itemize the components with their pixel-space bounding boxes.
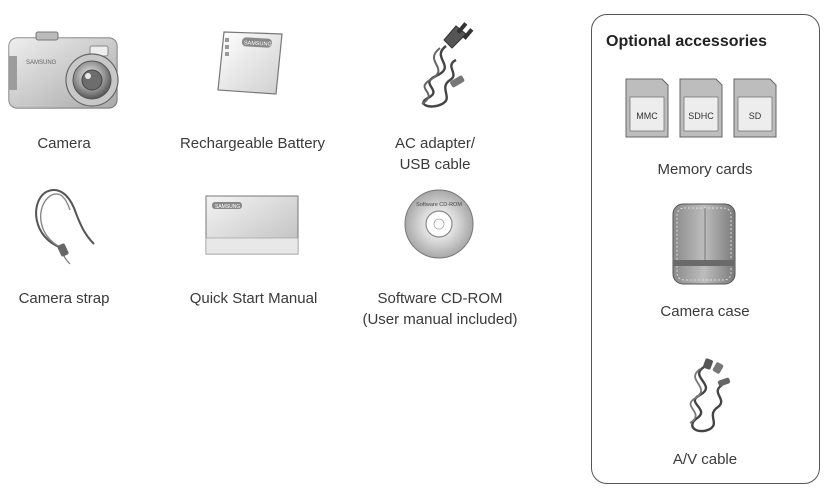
- memory-card-sdhc-label: SDHC: [688, 111, 714, 121]
- cd-rom-label-line1: Software CD-ROM: [377, 290, 503, 307]
- memory-card-mmc: MMC: [625, 78, 669, 138]
- ac-adapter-label: AC adapter/ USB cable: [370, 133, 500, 175]
- memory-card-mmc-label: MMC: [636, 111, 658, 121]
- memory-card-sdhc: SDHC: [679, 78, 723, 138]
- ac-adapter-label-line2: USB cable: [399, 156, 471, 173]
- cd-disc-text: Software CD-ROM: [416, 202, 462, 208]
- camera-illustration: SAMSUNG: [8, 31, 119, 109]
- camera-label: Camera: [37, 135, 91, 152]
- av-cable-label: A/V cable: [672, 451, 738, 468]
- memory-cards-illustration: MMC SDHC SD: [625, 78, 777, 138]
- memory-card-sd: SD: [733, 78, 777, 138]
- battery-illustration: SAMSUNG: [217, 31, 283, 95]
- optional-accessories-panel: Optional accessories MMC SDHC SD Memory …: [591, 14, 820, 484]
- optional-accessories-title: Optional accessories: [606, 33, 767, 50]
- camera-case-illustration: [672, 203, 736, 285]
- memory-card-sd-label: SD: [749, 111, 762, 121]
- cd-rom-illustration: Software CD-ROM: [404, 189, 474, 259]
- cd-rom-label: Software CD-ROM (User manual included): [355, 288, 525, 330]
- battery-brand: SAMSUNG: [244, 40, 272, 47]
- manual-illustration: SAMSUNG: [205, 195, 299, 255]
- battery-label: Rechargeable Battery: [179, 135, 326, 152]
- ac-adapter-label-line1: AC adapter/: [394, 135, 476, 152]
- manual-brand: SAMSUNG: [215, 204, 240, 210]
- memory-cards-label: Memory cards: [657, 161, 753, 178]
- camera-brand: SAMSUNG: [26, 60, 57, 66]
- ac-adapter-illustration: [421, 22, 474, 108]
- camera-case-label: Camera case: [660, 303, 750, 320]
- camera-strap-label: Camera strap: [18, 290, 110, 307]
- av-cable-illustration: [689, 358, 731, 433]
- quick-start-manual-label: Quick Start Manual: [189, 290, 318, 307]
- cd-rom-label-line2: (User manual included): [362, 311, 518, 328]
- camera-strap-illustration: [35, 189, 95, 265]
